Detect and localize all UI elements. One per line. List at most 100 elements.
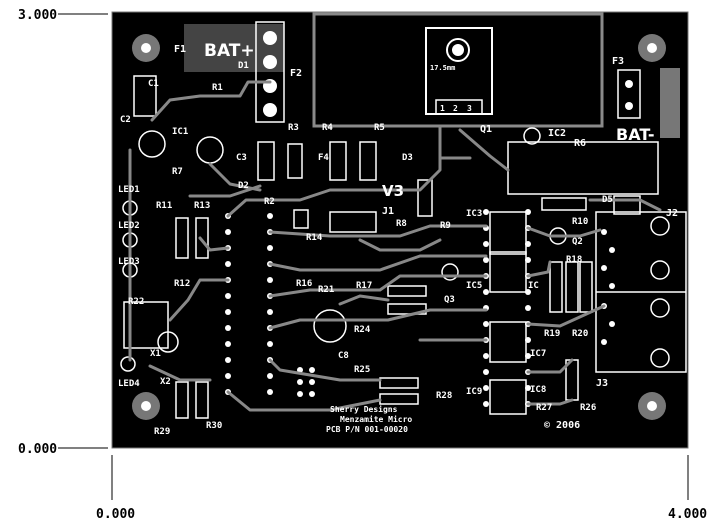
label-r25: R25 [354,365,370,375]
label-f2: F2 [290,68,302,79]
label-c2: C2 [120,115,131,125]
label-j3: J3 [596,378,608,389]
label-x2: X2 [160,377,171,387]
credit-line-1: Sherry Designs [330,404,398,414]
j2-jack-hole-2 [650,260,670,280]
label-c3: C3 [236,153,247,163]
mounting-holes [132,34,666,420]
reg-pin3: 3 [467,104,472,113]
f2-pad-4 [263,103,277,117]
ic2-outline [523,127,541,145]
label-led1: LED1 [118,185,140,195]
label-d2: D2 [238,181,249,191]
label-v3: V3 [382,182,404,200]
label-r30: R30 [206,421,222,431]
reg-pin1: 1 [440,104,445,113]
label-ic7: IC7 [530,349,546,359]
label-r18: R18 [566,255,582,265]
label-r10: R10 [572,217,588,227]
dimension-lines [58,13,689,500]
label-j2: J2 [666,208,678,219]
label-led4: LED4 [118,379,140,389]
f2-pad-2 [263,55,277,69]
label-r27: R27 [536,403,552,413]
fuse-f2-outline [255,21,285,123]
j3-jack-hole-1 [650,298,670,318]
label-d5: D5 [602,195,613,205]
label-r11: R11 [156,201,172,211]
copper-traces [128,80,662,412]
f2-pad-1 [263,31,277,45]
label-q2: Q2 [572,237,583,247]
label-r5: R5 [374,123,385,133]
label-c1: C1 [148,79,159,89]
label-led3: LED3 [118,257,140,267]
pcb-part-number: PCB P/N 001-00020 [326,425,408,434]
y-top-label: 3.000 [18,8,57,23]
copyright-label: © 2006 [544,420,580,431]
f3-pad-2 [625,102,633,110]
f3-pad-1 [625,80,633,88]
label-ic3: IC3 [466,209,482,219]
regulator-pin-box [435,99,483,115]
x-right-label: 4.000 [668,507,707,522]
label-r4: R4 [322,123,333,133]
heatsink-outline [312,12,604,128]
label-r21: R21 [318,285,334,295]
label-r14: R14 [306,233,323,243]
label-f4: F4 [318,153,329,163]
reg-pin2: 2 [453,104,458,113]
label-ic5: IC5 [466,281,482,291]
label-r20: R20 [572,329,588,339]
label-ic9: IC9 [466,387,482,397]
label-led2: LED2 [118,221,140,231]
label-c8: C8 [338,351,349,361]
label-r9: R9 [440,221,451,231]
bat-minus-label: BAT- [616,125,655,144]
regulator-mount-hole [446,38,470,62]
label-r12: R12 [174,279,190,289]
label-ic6: IC [528,281,539,291]
silkscreen-labels: F1 F2 D1 C1 C2 IC1 R1 C3 R3 R4 R5 R6 F3 … [118,44,678,437]
y-bottom-label: 0.000 [18,442,57,457]
bat-minus-pad [660,68,680,138]
label-r19: R19 [544,329,560,339]
q3-outline [441,263,459,281]
regulator-mount-hole-fill [452,44,464,56]
label-r13: R13 [194,201,210,211]
label-r29: R29 [154,427,170,437]
x-left-label: 0.000 [96,507,135,522]
label-q3: Q3 [444,295,455,305]
bat-plus-label: BAT+ [204,41,255,61]
label-r6: R6 [574,138,586,149]
j3-jack-hole-2 [650,348,670,368]
label-q1: Q1 [480,124,492,135]
label-d1: D1 [238,61,249,71]
label-d3: D3 [402,153,413,163]
label-ic2: IC2 [548,128,566,139]
label-r8: R8 [396,219,407,229]
label-f1: F1 [174,44,186,55]
label-r2: R2 [264,197,275,207]
label-r17: R17 [356,281,372,291]
label-r24: R24 [354,325,371,335]
j2-jack-hole-1 [650,216,670,236]
label-ic1: IC1 [172,127,188,137]
heatsink-dim-label: 17.5mm [430,64,455,72]
label-ic8: IC8 [530,385,546,395]
credit-line-2: Menzamite Micro [340,414,412,424]
label-r1: R1 [212,83,223,93]
label-r3: R3 [288,123,299,133]
label-r16: R16 [296,279,312,289]
label-r22: R22 [128,297,144,307]
label-r28: R28 [436,391,452,401]
label-r7: R7 [172,167,183,177]
label-x1: X1 [150,349,161,359]
fuse-f3-outline [617,69,641,119]
label-f3: F3 [612,56,624,67]
label-j1: J1 [382,206,394,217]
label-r26: R26 [580,403,596,413]
x1-outline [157,331,179,353]
capacitor-c8-outline [313,309,347,343]
